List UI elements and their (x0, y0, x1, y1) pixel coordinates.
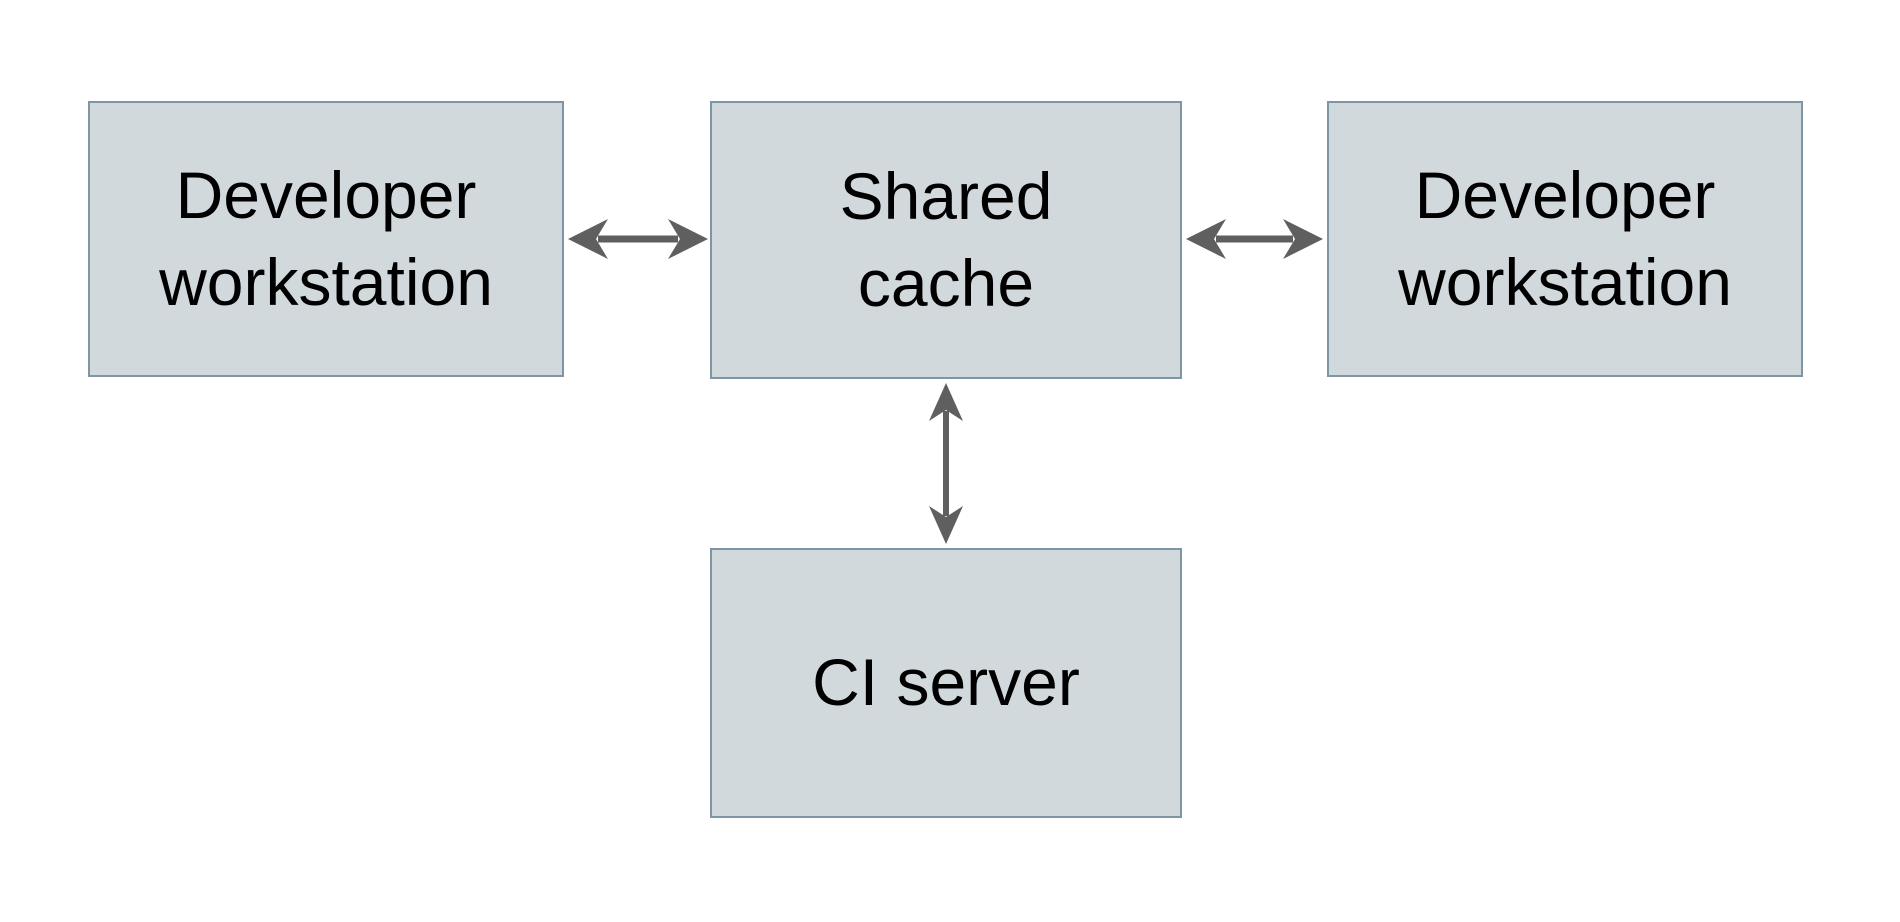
node-label: Developer workstation (159, 157, 493, 319)
node-label: CI server (812, 645, 1080, 720)
node-shared-cache: Shared cache (710, 101, 1182, 379)
node-label: Developer workstation (1398, 157, 1732, 319)
arrow-cache-ciserver-bidirectional-icon (929, 383, 963, 544)
node-developer-workstation-left: Developer workstation (88, 101, 564, 377)
arrow-cache-devright-bidirectional-icon (1186, 219, 1323, 259)
node-developer-workstation-right: Developer workstation (1327, 101, 1803, 377)
arrow-devleft-cache-bidirectional-icon (568, 219, 708, 259)
node-label: Shared cache (839, 158, 1053, 320)
node-ci-server: CI server (710, 548, 1182, 818)
